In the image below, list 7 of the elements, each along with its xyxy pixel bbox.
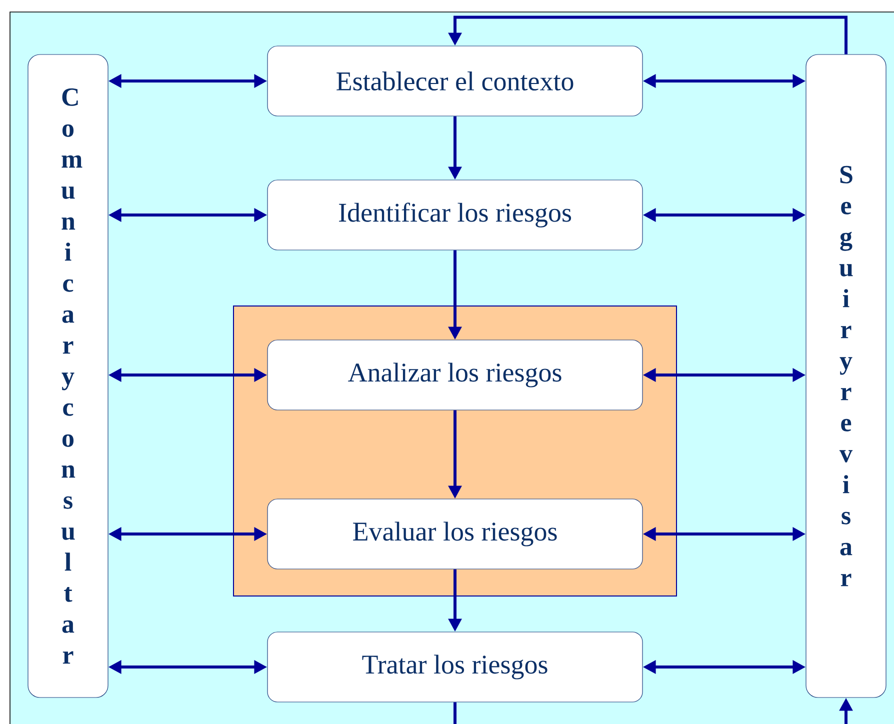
process-box: Analizar los riesgos [267, 340, 643, 410]
process-box: Establecer el contexto [267, 46, 643, 116]
process-box: Identificar los riesgos [267, 180, 643, 250]
vertical-label-box: Comunicar y consultar [28, 54, 108, 698]
vertical-label-box: Seguir y revisar [806, 54, 886, 698]
process-box: Evaluar los riesgos [267, 498, 643, 570]
process-box: Tratar los riesgos [267, 632, 643, 702]
